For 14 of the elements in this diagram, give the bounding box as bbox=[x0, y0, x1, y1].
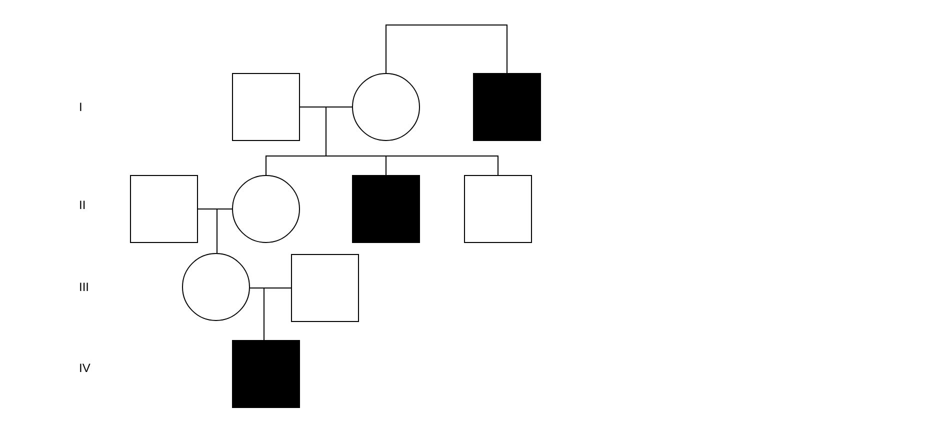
pedigree-line bbox=[386, 24, 508, 74]
generation-label: III bbox=[79, 280, 90, 294]
generation-label: IV bbox=[79, 361, 90, 375]
affected-male-square bbox=[352, 175, 420, 243]
male-square bbox=[291, 254, 359, 322]
male-square bbox=[464, 175, 532, 243]
affected-male-square bbox=[232, 340, 300, 408]
pedigree-line bbox=[216, 208, 232, 254]
male-square bbox=[130, 175, 198, 243]
male-square bbox=[232, 73, 300, 141]
affected-male-square bbox=[473, 73, 541, 141]
generation-label: I bbox=[79, 100, 82, 114]
generation-label: II bbox=[79, 198, 86, 212]
pedigree-line bbox=[264, 288, 292, 340]
